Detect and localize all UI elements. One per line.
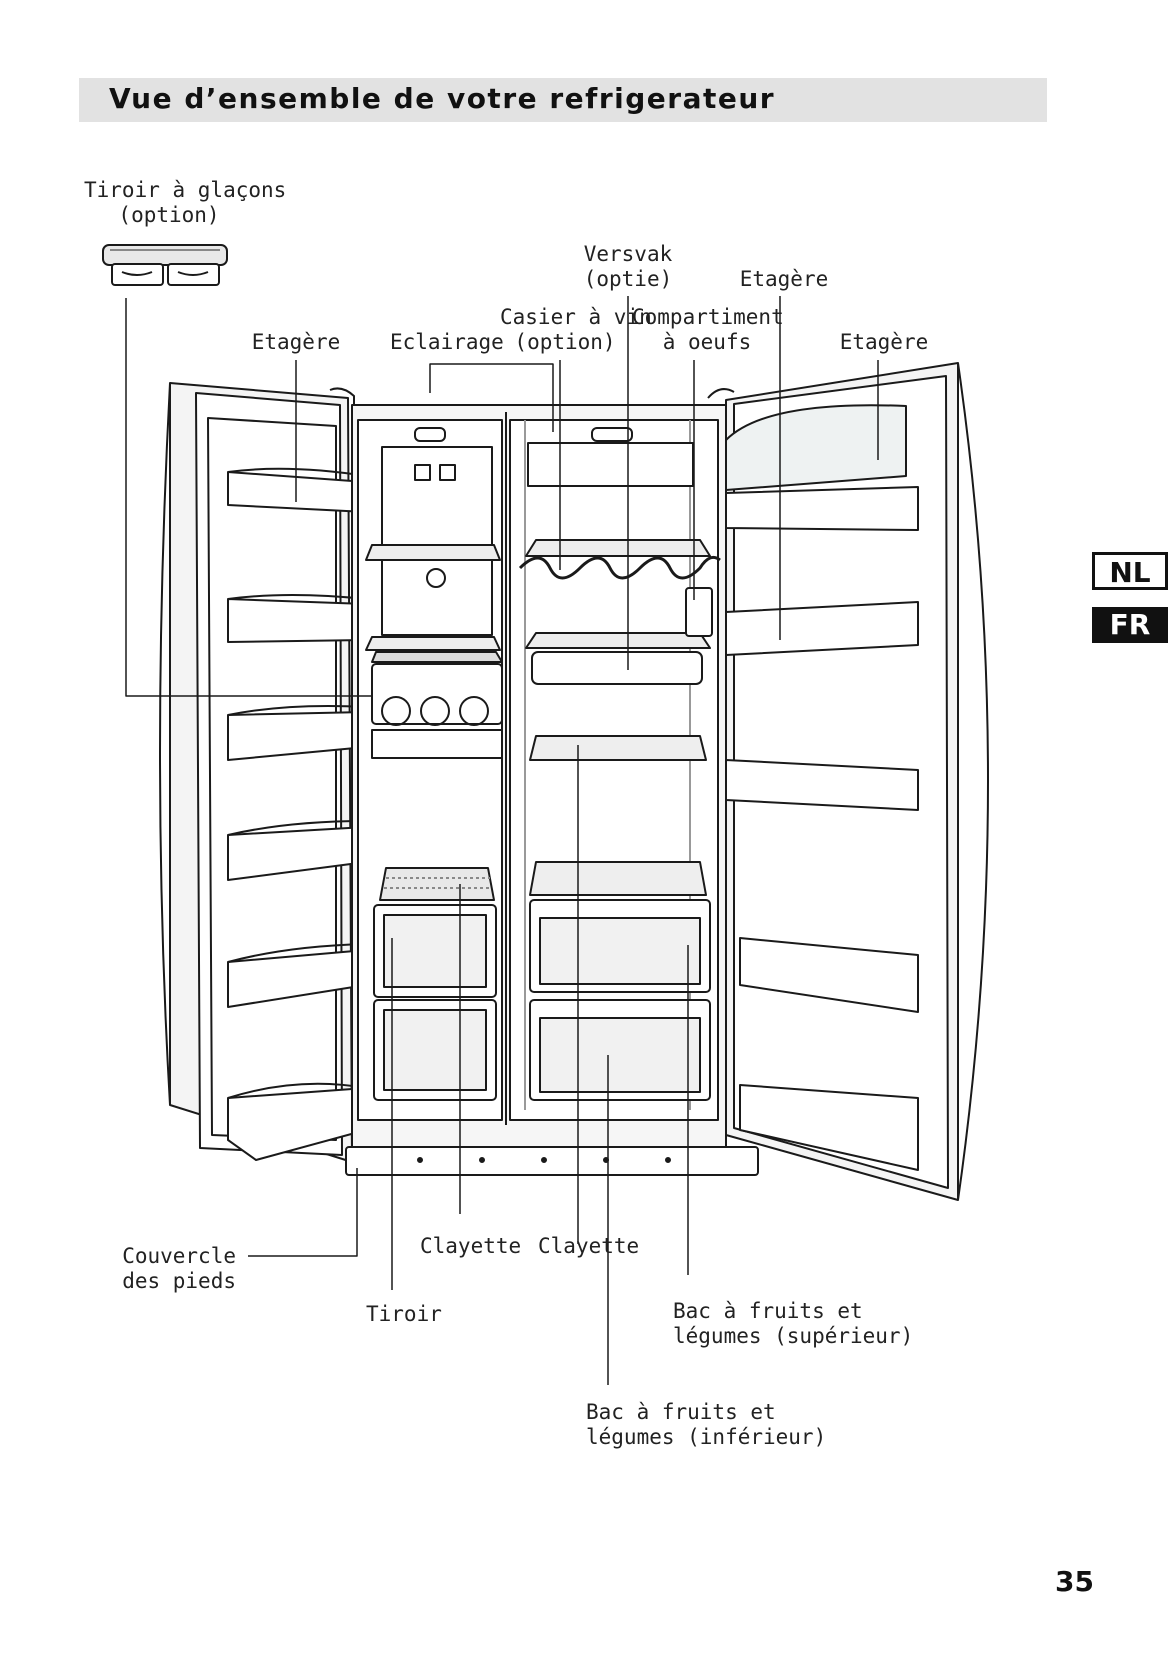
language-tab-nl[interactable]: NL: [1092, 552, 1168, 590]
label-drawer: Tiroir: [366, 1302, 442, 1326]
right-door: [707, 362, 989, 1201]
leader-lines: [125, 296, 879, 1385]
page-number: 35: [1055, 1565, 1094, 1598]
label-rack-freezer: Clayette: [420, 1234, 522, 1258]
label-rack-fridge: Clayette: [538, 1234, 640, 1258]
label-shelf-mid: Etagère: [739, 267, 829, 291]
label-crisper-upper: Bac à fruits et légumes (supérieur): [673, 1299, 914, 1348]
label-lighting: Eclairage: [390, 330, 504, 354]
language-tab-fr[interactable]: FR: [1092, 607, 1168, 643]
label-shelf-right: Etagère: [839, 330, 929, 354]
ice-tray-icon: [102, 244, 228, 286]
cabinet: [345, 404, 759, 1176]
label-shelf-left: Etagère: [251, 330, 341, 354]
label-crisper-lower: Bac à fruits et légumes (inférieur): [586, 1400, 827, 1449]
label-fresh-compartment: Versvak (optie): [583, 242, 673, 291]
left-door: [159, 382, 367, 1163]
label-ice-tray: Tiroir à glaçons (option): [84, 178, 287, 227]
label-wine-rack: Casier à vin (option): [500, 305, 652, 354]
page-title: Vue d’ensemble de votre refrigerateur: [109, 82, 776, 115]
title-bar: Vue d’ensemble de votre refrigerateur: [79, 78, 1047, 122]
label-foot-cover: Couvercle des pieds: [122, 1244, 236, 1293]
label-egg-compartment: Compartiment à oeufs: [632, 305, 784, 354]
